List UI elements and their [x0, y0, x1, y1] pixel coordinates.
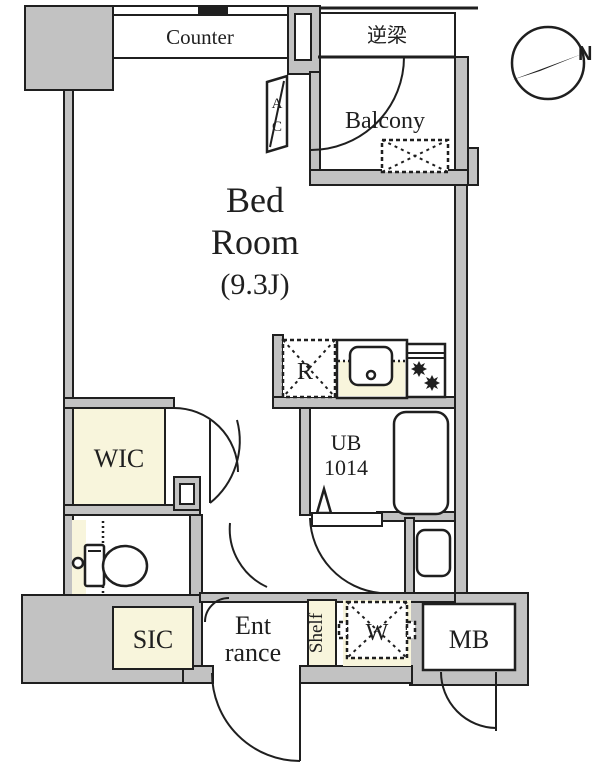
- balcony: Balcony: [310, 55, 455, 174]
- washroom-door-arc-1: [228, 522, 268, 588]
- bathtub-icon: [392, 410, 450, 516]
- bedroom-label-1: Bed: [226, 180, 284, 220]
- kitchen-stub-wall: [272, 334, 284, 401]
- wic-top-wall: [63, 397, 175, 409]
- ub-threshold: [311, 512, 383, 527]
- stove-icon: [405, 342, 447, 399]
- hall-notch-window: [179, 483, 195, 505]
- entrance-label-1: Ent: [235, 611, 272, 640]
- entrance-label-2: rance: [225, 638, 281, 667]
- ac-label-bottom: C: [272, 119, 282, 135]
- balcony-bottom-wall: [309, 169, 479, 186]
- top-strip: Counter 逆梁: [112, 5, 478, 59]
- ub-door-mark: [315, 484, 333, 515]
- hall-ub-wall: [299, 407, 311, 516]
- washbasin-icon: [415, 528, 452, 578]
- balcony-label: Balcony: [345, 108, 425, 134]
- bottom-row: SIC Ent rance Shelf W MB: [112, 597, 517, 672]
- right-outer-wall: [454, 184, 468, 598]
- balcony-right-step: [467, 147, 479, 186]
- evacuation-hatch-icon: [380, 138, 450, 174]
- burner-1: [411, 361, 427, 377]
- refrigerator-space-icon: R: [281, 338, 337, 399]
- balcony-door-arc: [310, 56, 405, 151]
- wic-room: [72, 407, 166, 506]
- toilet-icon: [71, 543, 149, 588]
- window-mullion: [198, 6, 228, 15]
- washroom-door-arc-2: [309, 517, 381, 594]
- entrance-closet-door-arc: [204, 597, 230, 623]
- burner-2: [424, 375, 440, 391]
- wic-door-arc: [172, 406, 239, 473]
- sic-label: SIC: [133, 625, 173, 654]
- bedroom-label-3: (9.3J): [220, 268, 289, 301]
- sic-room: [112, 606, 194, 670]
- toilet-room: [71, 520, 149, 594]
- counter-box: [112, 14, 289, 59]
- shelf-label: Shelf: [306, 612, 327, 653]
- meter-box: [421, 602, 517, 672]
- ub-label-2: 1014: [324, 455, 368, 480]
- unit-bath: UB 1014: [311, 410, 452, 578]
- meter-box-label: MB: [449, 625, 489, 654]
- pillar-window: [294, 13, 312, 61]
- balcony-left-wall: [309, 71, 321, 173]
- wic-label: WIC: [94, 444, 145, 473]
- compass-needle: [512, 54, 582, 80]
- hall-doors: [172, 406, 381, 594]
- refrigerator-label: R: [297, 359, 313, 385]
- compass-north-label: N: [578, 43, 592, 65]
- ac-label-top: A: [272, 96, 283, 112]
- wic: WIC: [72, 407, 166, 506]
- sink-icon: [335, 338, 409, 400]
- front-door-arc: [211, 672, 301, 762]
- ub-label-1: UB: [331, 430, 362, 455]
- counter-label: Counter: [166, 25, 234, 49]
- compass-icon: N: [510, 25, 592, 101]
- entrance-door-stub-right: [299, 665, 413, 684]
- mb-door-arc: [440, 671, 497, 729]
- shelf-strip: [307, 599, 337, 667]
- bedroom: Bed Room (9.3J): [211, 180, 299, 301]
- balcony-right-wall: [454, 56, 469, 171]
- entry-doors: [211, 671, 497, 762]
- bedroom-door-arc: [209, 419, 241, 504]
- left-outer-wall: [63, 89, 74, 599]
- inverted-beam-box: [319, 12, 456, 58]
- pillar-top-left: [24, 5, 114, 91]
- bedroom-label-2: Room: [211, 222, 299, 262]
- toilet-washroom-wall: [189, 514, 203, 596]
- ac-unit-icon: A C: [265, 74, 289, 154]
- inverted-beam-label: 逆梁: [367, 24, 407, 47]
- compass-circle: [510, 25, 586, 101]
- washer-space-icon: W: [337, 600, 417, 666]
- washer-label: W: [366, 620, 389, 646]
- basin-nook-wall: [404, 517, 415, 597]
- kitchen: R: [281, 338, 447, 400]
